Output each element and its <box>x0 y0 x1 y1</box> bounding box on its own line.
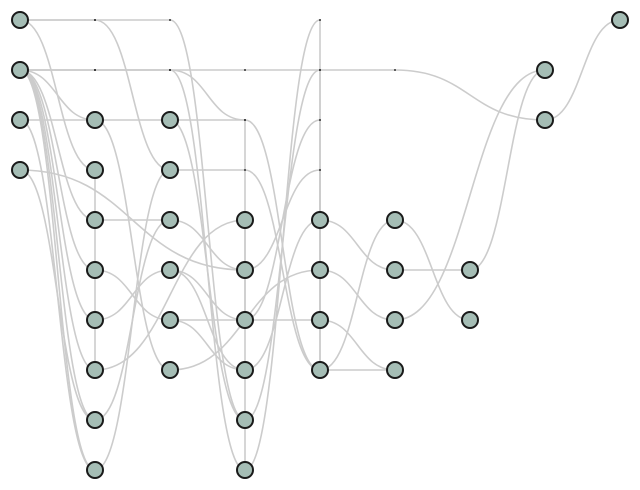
edge-waypoint-dot <box>319 19 321 21</box>
graph-node-7 <box>86 261 104 279</box>
graph-node-2 <box>11 111 29 129</box>
graph-node-20 <box>236 311 254 329</box>
graph-node-31 <box>386 361 404 379</box>
edge-waypoint-dot <box>244 69 246 71</box>
edge-waypoint-dot <box>319 169 321 171</box>
edge-21-24 <box>244 219 321 371</box>
graph-node-11 <box>86 461 104 479</box>
edge-12-22 <box>169 119 246 421</box>
edge-layer <box>19 19 621 471</box>
edge-14-19 <box>169 219 246 271</box>
graph-node-24 <box>311 211 329 229</box>
edge-30-34 <box>394 69 546 321</box>
graph-node-19 <box>236 261 254 279</box>
edge-4-17 <box>94 119 171 371</box>
graph-node-12 <box>161 111 179 129</box>
edge-waypoint-dot <box>319 69 321 71</box>
graph-node-15 <box>161 261 179 279</box>
edge-23-26 <box>244 19 321 471</box>
edge-waypoint-dot <box>394 69 396 71</box>
edge-9-18 <box>94 219 246 371</box>
graph-node-23 <box>236 461 254 479</box>
graph-node-1 <box>11 61 29 79</box>
graph-node-14 <box>161 211 179 229</box>
edge-waypoint-dot <box>169 69 171 71</box>
graph-node-34 <box>536 61 554 79</box>
graph-node-30 <box>386 311 404 329</box>
graph-node-33 <box>461 311 479 329</box>
edge-32-34 <box>469 69 546 271</box>
graph-node-4 <box>86 111 104 129</box>
graph-node-22 <box>236 411 254 429</box>
edge-16-21 <box>169 319 246 371</box>
edge-waypoint-dot <box>169 19 171 21</box>
edge-waypoint-dot <box>94 19 96 21</box>
edge-1-4 <box>19 69 96 121</box>
waypoint-layer <box>94 19 396 171</box>
edge-1-10 <box>19 69 96 421</box>
graph-node-13 <box>161 161 179 179</box>
edge-waypoint-dot <box>319 119 321 121</box>
graph-node-0 <box>11 11 29 29</box>
edge-26-31 <box>319 319 396 371</box>
edge-waypoint-dot <box>244 169 246 171</box>
graph-node-21 <box>236 361 254 379</box>
graph-node-10 <box>86 411 104 429</box>
graph-node-5 <box>86 161 104 179</box>
edge-13-27 <box>170 169 321 371</box>
edge-1-7 <box>19 69 96 271</box>
edge-1-8 <box>19 69 96 321</box>
edge-35-36 <box>544 19 621 121</box>
graph-node-35 <box>536 111 554 129</box>
graph-node-6 <box>86 211 104 229</box>
graph-node-28 <box>386 211 404 229</box>
graph-node-36 <box>611 11 629 29</box>
node-layer <box>11 11 629 479</box>
edge-24-29 <box>319 219 396 271</box>
graph-node-16 <box>161 311 179 329</box>
graph-node-18 <box>236 211 254 229</box>
graph-node-9 <box>86 361 104 379</box>
graph-node-3 <box>11 161 29 179</box>
graph-node-32 <box>461 261 479 279</box>
edge-1-6 <box>19 69 96 221</box>
edge-3-10 <box>19 169 96 421</box>
graph-node-17 <box>161 361 179 379</box>
graph-node-25 <box>311 261 329 279</box>
graph-node-27 <box>311 361 329 379</box>
edge-15-20 <box>169 269 246 321</box>
graph-node-29 <box>386 261 404 279</box>
edge-8-15 <box>94 269 171 321</box>
edge-1-9 <box>19 69 96 371</box>
edge-11-13 <box>94 169 171 471</box>
edge-waypoint-dot <box>94 69 96 71</box>
graph-node-26 <box>311 311 329 329</box>
graph-node-8 <box>86 311 104 329</box>
edge-waypoint-dot <box>244 119 246 121</box>
edge-27-28 <box>319 219 396 371</box>
